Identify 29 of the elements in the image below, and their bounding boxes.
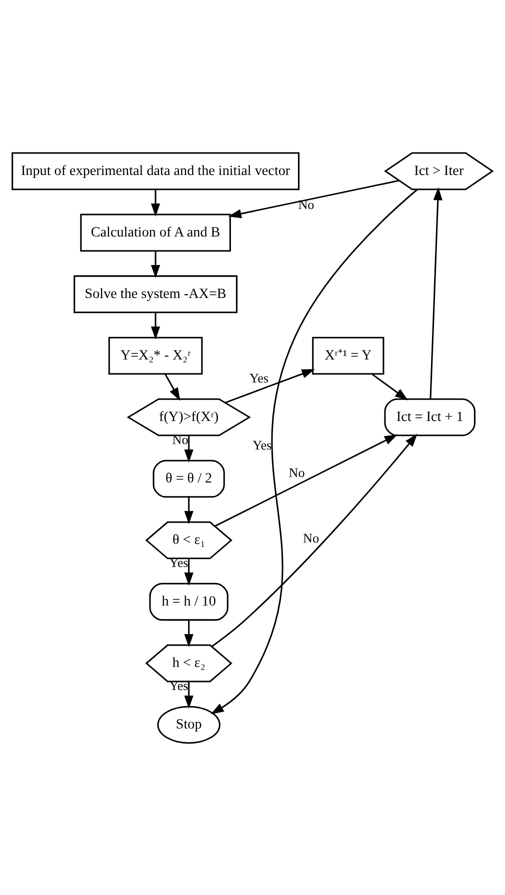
node-box: Input of experimental data and the initial vector — [12, 152, 300, 190]
node-box: Xʳ⁺¹ = Y — [312, 336, 384, 374]
node-ellipse: Stop — [157, 705, 220, 744]
node-box: Solve the system -AX=B — [74, 274, 238, 313]
arrow — [430, 186, 442, 398]
arrow — [150, 312, 160, 340]
edge-label: No — [303, 530, 320, 545]
arrow — [164, 373, 180, 400]
arrow — [184, 681, 194, 708]
arrow — [228, 179, 400, 218]
edge-label: Yes — [252, 437, 272, 452]
edge-label: No — [288, 464, 305, 480]
arrow — [150, 188, 160, 216]
arrow — [184, 434, 194, 462]
arrow — [214, 434, 398, 526]
arrow — [210, 188, 418, 714]
arrow — [371, 372, 408, 400]
arrow — [184, 558, 194, 586]
arrow — [224, 368, 315, 403]
arrow — [184, 620, 194, 647]
node-box: θ = θ / 2 — [152, 459, 225, 498]
arrow — [184, 496, 194, 524]
node-box: Calculation of A and B — [80, 213, 231, 252]
node-box: h = h / 10 — [149, 582, 228, 620]
edge-label: Yes — [249, 370, 269, 386]
node-box: Y=X₂* - X₂ʳ — [108, 336, 203, 374]
arrow — [211, 433, 418, 647]
node-box: Ict = Ict + 1 — [384, 398, 476, 436]
arrow — [150, 250, 160, 278]
